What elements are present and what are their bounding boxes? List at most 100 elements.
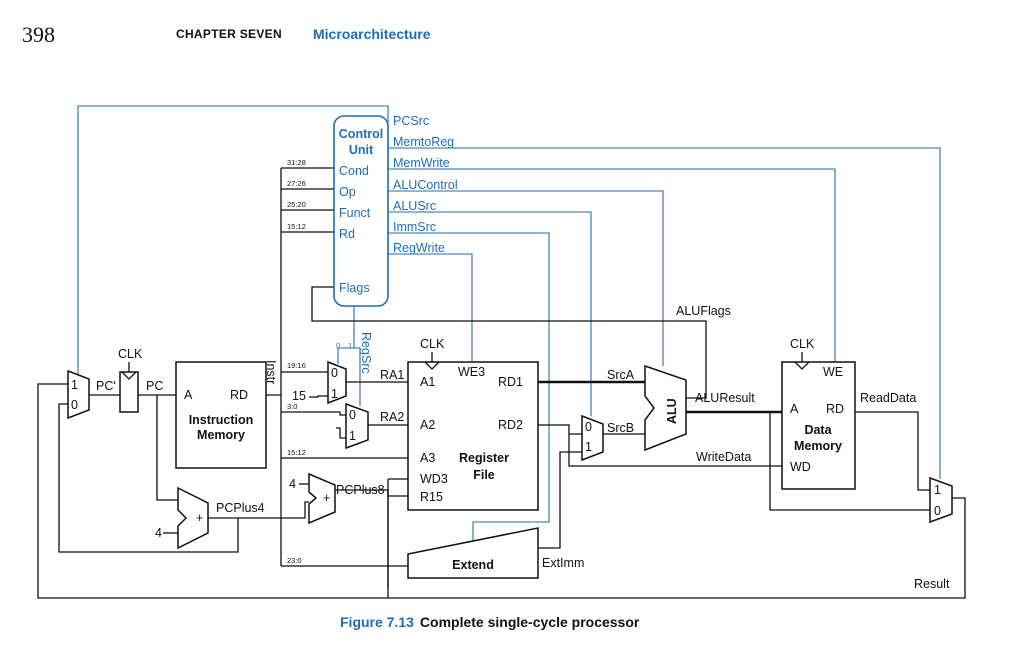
control-wires xyxy=(77,105,941,546)
srcb-mux: 0 1 xyxy=(581,414,604,462)
alucontrol-label: ALUControl xyxy=(393,178,458,192)
pc-mux: 1 0 xyxy=(67,369,90,420)
adder2-plus: + xyxy=(323,491,330,505)
pcplus8-adder: + 4 xyxy=(289,472,336,525)
data-memory: CLK WE A RD WD Data Memory xyxy=(781,337,856,490)
dm-we: WE xyxy=(823,365,843,379)
instr-bit-labels: 31:28 27:26 25:20 15:12 19:16 3:0 15:12 … xyxy=(287,158,306,565)
extend-unit: Extend xyxy=(407,527,539,579)
dm-rd: RD xyxy=(826,402,844,416)
data-wires xyxy=(37,167,966,599)
figure-caption-text: Complete single-cycle processor xyxy=(419,614,640,630)
ra2-mux: 0 1 xyxy=(345,402,369,450)
dm-clk-label: CLK xyxy=(790,337,815,351)
dm-wd: WD xyxy=(790,460,811,474)
ra1-mux-in0: 0 xyxy=(331,366,338,380)
regwrite-label: RegWrite xyxy=(393,241,445,255)
alu: ALU xyxy=(644,364,687,452)
rf-we3: WE3 xyxy=(458,365,485,379)
control-unit: Control Unit Cond Op Funct Rd Flags xyxy=(333,115,389,307)
imem-name: Instruction xyxy=(189,413,254,427)
bits-15-12-a3: 15:12 xyxy=(287,448,306,457)
bits-31-28: 31:28 xyxy=(287,158,306,167)
pcplus4-label: PCPlus4 xyxy=(216,501,265,515)
regsrc-bit0: 0 xyxy=(336,341,340,350)
dm-a: A xyxy=(790,402,799,416)
bits-19-16: 19:16 xyxy=(287,361,306,370)
rf-clk-label: CLK xyxy=(420,337,445,351)
adder1-plus: + xyxy=(196,511,203,525)
pc-register: CLK xyxy=(118,347,143,413)
pc-clk-label: CLK xyxy=(118,347,143,361)
pc-label: PC xyxy=(146,379,163,393)
bits-15-12: 15:12 xyxy=(287,222,306,231)
cond-label: Cond xyxy=(339,164,369,178)
extend-label: Extend xyxy=(452,558,494,572)
const-4-a: 4 xyxy=(155,526,162,540)
control-unit-title-2: Unit xyxy=(349,143,374,157)
rf-wd3: WD3 xyxy=(420,472,448,486)
dm-name-2: Memory xyxy=(794,439,842,453)
result-mux: 1 0 xyxy=(929,476,953,524)
result-mux-in1: 1 xyxy=(934,483,941,497)
control-output-labels: PCSrc MemtoReg MemWrite ALUControl ALUSr… xyxy=(393,114,458,255)
pcplus4-adder: + 4 xyxy=(155,486,209,550)
control-unit-title: Control xyxy=(339,127,383,141)
alusrc-label: ALUSrc xyxy=(393,199,436,213)
result-label: Result xyxy=(914,577,950,591)
funct-label: Funct xyxy=(339,206,371,220)
rf-r15: R15 xyxy=(420,490,443,504)
chapter-label: CHAPTER SEVEN xyxy=(176,27,282,41)
result-mux-in0: 0 xyxy=(934,504,941,518)
memwrite-label: MemWrite xyxy=(393,156,450,170)
immsrc-label: ImmSrc xyxy=(393,220,436,234)
op-label: Op xyxy=(339,185,356,199)
aluresult-label: ALUResult xyxy=(695,391,755,405)
ra2-label: RA2 xyxy=(380,410,404,424)
srca-label: SrcA xyxy=(607,368,635,382)
pcsrc-label: PCSrc xyxy=(393,114,429,128)
extimm-label: ExtImm xyxy=(542,556,584,570)
imem-port-a: A xyxy=(184,388,193,402)
ra1-mux-in1: 1 xyxy=(331,387,338,401)
rf-name-2: File xyxy=(473,468,495,482)
register-file: CLK A1 A2 A3 WD3 R15 WE3 RD1 RD2 Registe… xyxy=(407,337,539,511)
instruction-memory: A RD Instruction Memory xyxy=(175,361,267,469)
rf-a3: A3 xyxy=(420,451,435,465)
alu-label: ALU xyxy=(665,398,679,424)
const-4-b: 4 xyxy=(289,477,296,491)
page-number: 398 xyxy=(22,22,55,47)
srcb-mux-in1: 1 xyxy=(585,440,592,454)
ra1-mux: 0 1 xyxy=(327,360,347,405)
srcb-mux-in0: 0 xyxy=(585,420,592,434)
bits-25-20: 25:20 xyxy=(287,200,306,209)
writedata-label: WriteData xyxy=(696,450,751,464)
aluflags-label: ALUFlags xyxy=(676,304,731,318)
rd-label: Rd xyxy=(339,227,355,241)
const-15: 15 xyxy=(292,389,306,403)
ra2-mux-in1: 1 xyxy=(349,429,356,443)
pcplus8-label: PCPlus8 xyxy=(336,483,385,497)
ra1-label: RA1 xyxy=(380,368,404,382)
rf-a2: A2 xyxy=(420,418,435,432)
rf-a1: A1 xyxy=(420,375,435,389)
instr-label: Instr xyxy=(264,360,278,384)
regsrc-label: RegSrc xyxy=(359,332,373,374)
chapter-title: Microarchitecture xyxy=(313,26,431,42)
imem-name-2: Memory xyxy=(197,428,245,442)
flags-label: Flags xyxy=(339,281,370,295)
bits-27-26: 27:26 xyxy=(287,179,306,188)
rf-rd2: RD2 xyxy=(498,418,523,432)
dm-name: Data xyxy=(804,423,832,437)
pc-mux-in0: 0 xyxy=(71,398,78,412)
rf-rd1: RD1 xyxy=(498,375,523,389)
srcb-label: SrcB xyxy=(607,421,634,435)
regsrc-bit1: 1 xyxy=(348,341,352,350)
figure-number: Figure 7.13 xyxy=(340,614,414,630)
pc-next-label: PC' xyxy=(96,379,116,393)
readdata-label: ReadData xyxy=(860,391,916,405)
ra2-mux-in0: 0 xyxy=(349,408,356,422)
bits-23-0: 23:0 xyxy=(287,556,302,565)
memtoreg-label: MemtoReg xyxy=(393,135,454,149)
